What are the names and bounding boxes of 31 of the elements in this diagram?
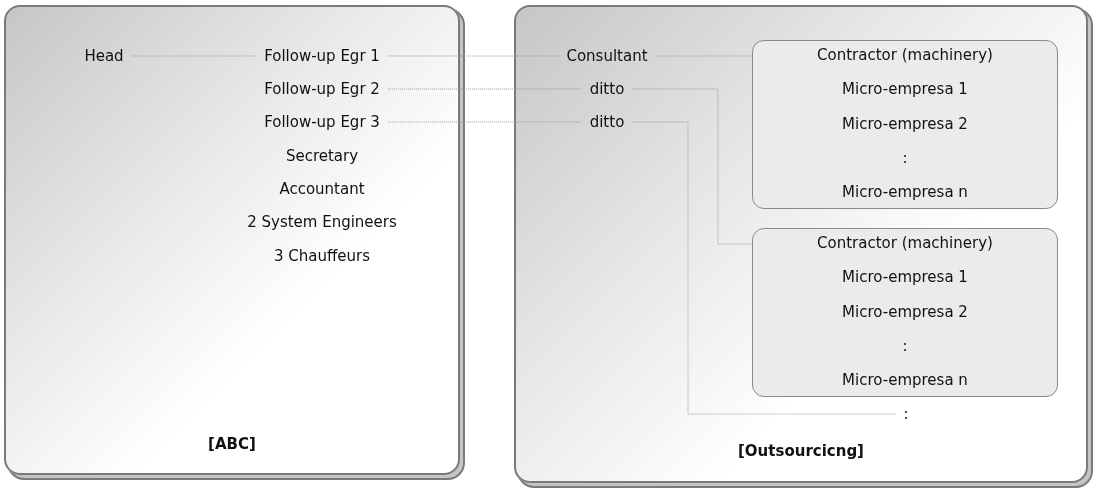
text-label: Follow-up Egr 3 — [264, 112, 380, 132]
text-label: : — [903, 404, 909, 424]
text-label: Follow-up Egr 2 — [264, 79, 380, 99]
text-label: Follow-up Egr 1 — [264, 46, 380, 66]
list-item: Contractor (machinery) — [817, 233, 993, 253]
rounded-box — [752, 40, 1058, 209]
text-label: 2 System Engineers — [247, 212, 397, 232]
list-item: Micro-empresa 2 — [842, 113, 968, 134]
list-item: Micro-empresa 1 — [842, 267, 968, 288]
connector-line — [631, 121, 896, 415]
panel-title: [ABC] — [208, 435, 256, 453]
text-label: ditto — [589, 112, 625, 132]
connector-line — [387, 55, 559, 57]
panel-title: [Outsourcicng] — [738, 442, 864, 460]
connector-line — [631, 88, 753, 245]
connector-line — [387, 121, 583, 123]
text-label: ditto — [589, 79, 625, 99]
connector-line — [387, 88, 583, 90]
text-label: Secretary — [285, 146, 359, 166]
list-item: Micro-empresa 1 — [842, 79, 968, 100]
text-label: 3 Chauffeurs — [274, 246, 370, 266]
list-item: : — [902, 335, 908, 356]
list-item: Micro-empresa n — [842, 370, 968, 390]
rounded-box — [752, 228, 1058, 397]
list-item: Contractor (machinery) — [817, 45, 993, 65]
list-item: : — [902, 147, 908, 168]
text-label: Consultant — [566, 46, 648, 66]
text-label: Accountant — [279, 179, 365, 199]
text-label: Head — [84, 46, 124, 66]
list-item: Micro-empresa 2 — [842, 301, 968, 322]
list-item: Micro-empresa n — [842, 182, 968, 202]
